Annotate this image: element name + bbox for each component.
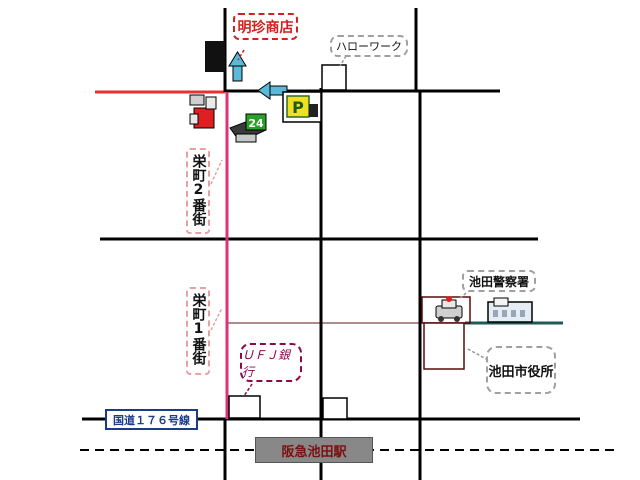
shop-label: 明珍商店	[233, 13, 298, 40]
parking-icon: P	[282, 91, 322, 123]
sakaemachi-1-label: 栄町1番街	[186, 287, 210, 375]
hello-work-pointer	[339, 55, 347, 67]
police-car-icon	[435, 296, 463, 322]
city-hall-label-text: 池田市役所	[488, 364, 554, 380]
police-label-text: 池田警察署	[468, 274, 529, 289]
city-hall-label: 池田市役所	[486, 346, 556, 394]
sakaemachi-2-text: 栄町2番街	[190, 154, 207, 226]
sakaemachi-1-text: 栄町1番街	[190, 293, 207, 365]
city-hall-pointer	[465, 347, 489, 361]
shop-building	[205, 41, 225, 72]
buildings	[205, 41, 471, 420]
ufj-bank-building	[228, 395, 261, 419]
left-arrow-icon	[257, 81, 288, 100]
hello-work-label: ハローワーク	[330, 35, 408, 57]
parking-letter: P	[292, 98, 304, 117]
shop-pointer	[237, 49, 245, 61]
ufj-pointer	[243, 383, 253, 397]
vending-machine-icon	[189, 94, 217, 129]
ufj-bank-label-text: ＵＦＪ銀行	[242, 347, 291, 379]
city-hall-building	[423, 322, 465, 370]
hello-work-building	[321, 64, 347, 91]
station-side-building	[322, 397, 348, 420]
convenience-store-24-icon: 24	[229, 113, 267, 143]
sakaemachi-2-pointer	[210, 159, 223, 185]
arrows	[228, 51, 288, 100]
route-176-label-text: 国道１７６号線	[113, 413, 190, 427]
sakaemachi-1-pointer	[210, 307, 223, 331]
up-arrow-icon	[228, 51, 247, 82]
police-station-building-icon	[487, 297, 533, 323]
callout-pointers	[210, 49, 489, 397]
sakaemachi-2-label: 栄町2番街	[186, 148, 210, 234]
station-label: 阪急池田駅	[255, 437, 373, 463]
police-label: 池田警察署	[462, 270, 536, 292]
store-24-number: 24	[248, 117, 264, 130]
route-176-label: 国道１７６号線	[105, 409, 198, 430]
shop-label-text: 明珍商店	[237, 19, 294, 36]
station-label-text: 阪急池田駅	[281, 444, 347, 460]
ufj-bank-label: ＵＦＪ銀行	[240, 343, 302, 382]
hello-work-label-text: ハローワーク	[336, 40, 402, 53]
